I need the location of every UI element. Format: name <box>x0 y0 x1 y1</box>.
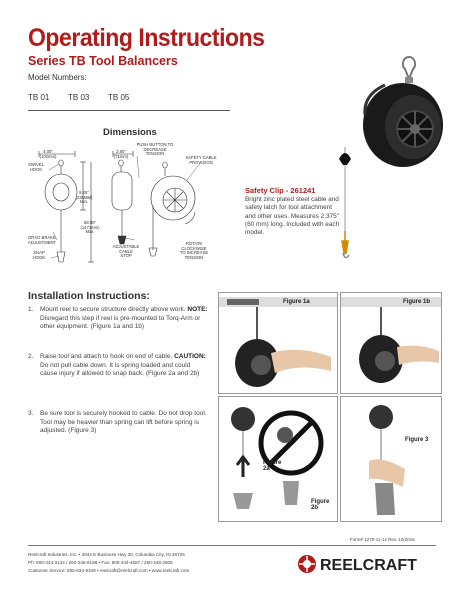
step-number: 1. <box>28 306 34 313</box>
step-text: Be sure tool is securely hooked to cable… <box>40 410 207 435</box>
figure-2b-label: Figure 2b <box>311 499 330 511</box>
dim-depth-label: 2.80" (71mm) <box>113 149 129 159</box>
step-text: Raise tool and attach to hook on end of … <box>40 353 175 360</box>
dim-swivel-label: SWIVEL HOOK <box>28 162 44 172</box>
step-text-cont: Do not pull cable down. It is spring loa… <box>40 361 200 378</box>
install-step-1: 1. Mount reel to secure structure direct… <box>28 306 208 332</box>
logo-text: REELCRAFT <box>320 557 417 574</box>
figure-2a-label: Figure 2a <box>263 460 282 472</box>
step-note: NOTE: <box>187 306 208 313</box>
safety-clip-title: Safety Clip - 261241 <box>245 186 316 195</box>
figure-3-illustration <box>369 405 405 515</box>
figure-1a-label: Figure 1a <box>283 299 310 305</box>
dim-cablestop-label: ADJUSTABLE CABLE STOP <box>112 244 140 259</box>
dim-rotate-label: ROTATE CLOCKWISE TO INCREASE TENSION <box>179 241 209 260</box>
footer-address: Reelcraft Industries, Inc. • 2842 E Busi… <box>28 552 185 557</box>
model-tb03: TB 03 <box>68 93 90 102</box>
figure-1a-illustration <box>219 297 337 387</box>
step-text: Mount reel to secure structure directly … <box>40 306 188 313</box>
footer-divider <box>28 545 436 546</box>
step-caution: CAUTION: <box>174 353 206 360</box>
step-text-cont: Disregard this step if reel is pre-mount… <box>40 314 201 331</box>
form-number: Form# 1270-11-12 Rev. 10/2018 <box>350 537 415 542</box>
header-divider <box>28 110 230 111</box>
figure-3-label: Figure 3 <box>405 437 429 443</box>
step-number: 3. <box>28 410 34 417</box>
figure-2: Figure 2a Figure 2b <box>218 396 338 522</box>
page-title: Operating Instructions <box>28 24 265 52</box>
dim-safety-label: SAFETY CABLE PROVISION <box>185 155 217 165</box>
figure-1b: Figure 1b <box>340 292 442 394</box>
page-subtitle: Series TB Tool Balancers <box>28 54 178 68</box>
dim-snaphook-label: SNAP HOOK <box>32 250 46 260</box>
figure-1a: Figure 1a <box>218 292 338 394</box>
footer-contact: Customer Service: 855-634-9109 • reelcra… <box>28 568 190 573</box>
dim-travel-label: 58.00" (1473mm) Max. <box>80 220 100 235</box>
reelcraft-logo-mark: REELCRAFT <box>298 555 417 574</box>
installation-title: Installation Instructions: <box>28 290 150 302</box>
dimensions-title: Dimensions <box>103 127 157 138</box>
model-tb05: TB 05 <box>108 93 130 102</box>
figure-1b-illustration <box>341 297 441 383</box>
figure-3: Figure 3 <box>340 396 442 522</box>
figure-2-illustration <box>231 407 324 509</box>
model-tb01: TB 01 <box>28 93 50 102</box>
install-step-2: 2. Raise tool and attach to hook on end … <box>28 353 208 379</box>
dim-pushbutton-label: PUSH BUTTON TO DECREASE TENSION <box>136 142 174 157</box>
tool-balancer-image <box>339 55 443 259</box>
dim-width-label: 4.00" (102mm) <box>39 149 57 159</box>
install-step-3: 3. Be sure tool is securely hooked to ca… <box>28 410 208 436</box>
dimensions-diagram <box>38 151 202 263</box>
step-number: 2. <box>28 353 34 360</box>
reelcraft-logo: REELCRAFT <box>296 553 440 575</box>
footer-phone: Ph: 800-444-3134 / 260-248-8188 • Fax: 8… <box>28 560 173 565</box>
dim-height-label: 9.25" (235MM) Min. <box>75 190 93 205</box>
safety-clip-description: Bright zinc plated steel cable and safet… <box>245 196 340 237</box>
dim-dragbrake-label: DRAG BRAKE ADJUSTMENT <box>27 235 57 245</box>
models-label: Model Numbers: <box>28 73 87 82</box>
figure-1b-label: Figure 1b <box>403 299 431 305</box>
